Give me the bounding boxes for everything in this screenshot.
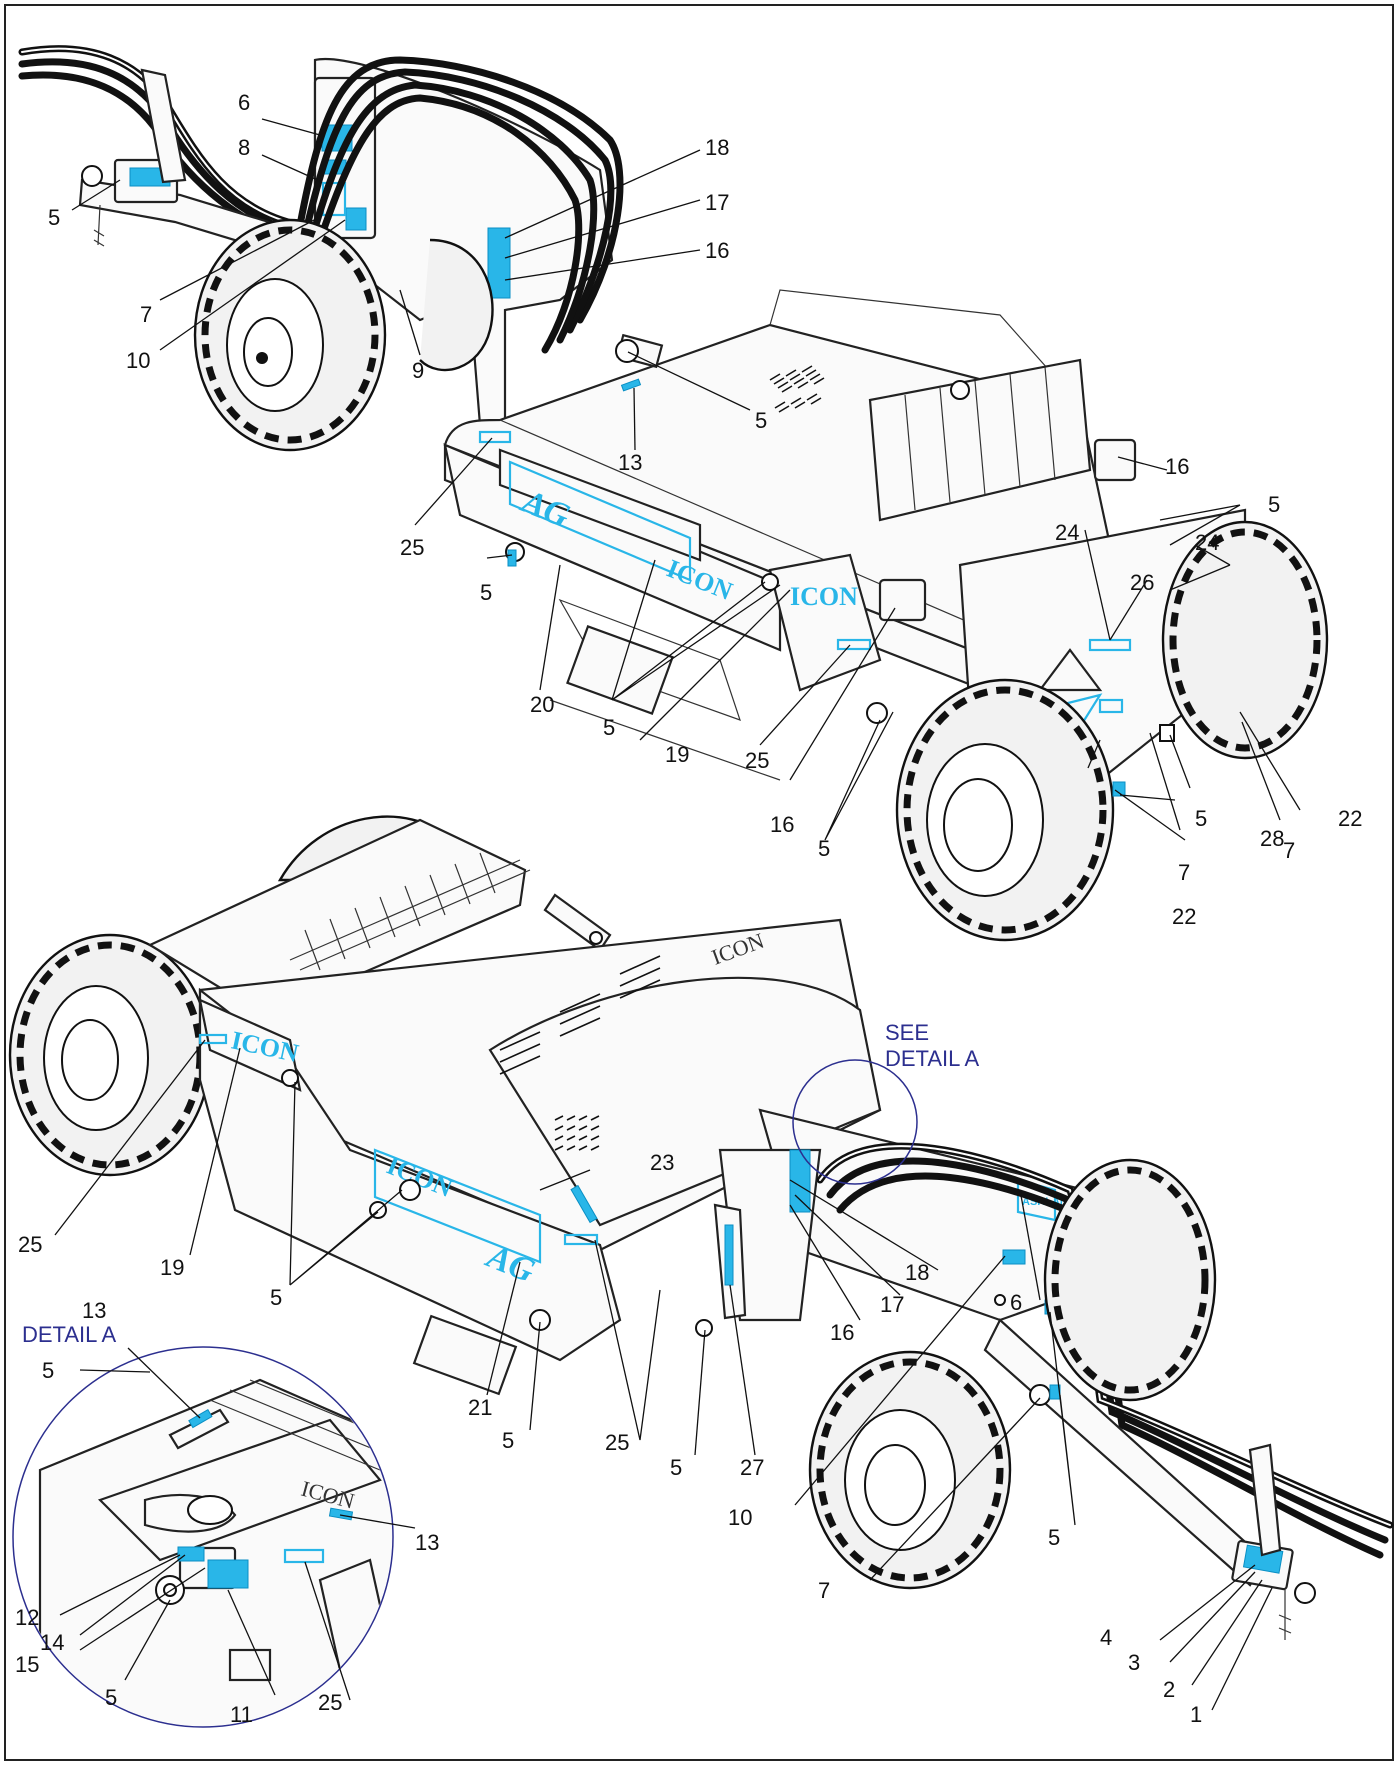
callout-10: 10 <box>126 348 150 373</box>
callout-5: 5 <box>480 580 492 605</box>
callout-7: 7 <box>140 302 152 327</box>
callout-24: 24 <box>1055 520 1079 545</box>
callout-20: 20 <box>530 692 554 717</box>
callout-6: 6 <box>1010 1290 1022 1315</box>
callout-16: 16 <box>705 238 729 263</box>
leader-lines <box>54 118 1301 1711</box>
callout-5: 5 <box>670 1455 682 1480</box>
callout-6: 6 <box>238 90 250 115</box>
callout-24: 24 <box>1195 530 1219 555</box>
callout-9: 9 <box>412 358 424 383</box>
callout-16: 16 <box>830 1320 854 1345</box>
see-detail-line1: SEE <box>885 1020 929 1045</box>
bottom-scraper-drawing: AG ICON ICON ICON ASHLAND <box>8 815 1394 1640</box>
callout-28: 28 <box>1260 826 1284 851</box>
callout-5: 5 <box>270 1285 282 1310</box>
top-scraper-drawing: AG ICON ICON <box>18 45 1329 942</box>
callout-13: 13 <box>82 1298 106 1323</box>
callout-12: 12 <box>15 1605 39 1630</box>
callout-21: 21 <box>468 1395 492 1420</box>
callout-3: 3 <box>1128 1650 1140 1675</box>
callout-25: 25 <box>605 1430 629 1455</box>
callout-4: 4 <box>1100 1625 1112 1650</box>
callout-22: 22 <box>1172 904 1196 929</box>
callout-19: 19 <box>665 742 689 767</box>
detail-a-view: ICON <box>12 1346 394 1728</box>
callout-5: 5 <box>1195 806 1207 831</box>
callout-17: 17 <box>705 190 729 215</box>
callout-16: 16 <box>770 812 794 837</box>
callout-25: 25 <box>400 535 424 560</box>
callout-5: 5 <box>603 715 615 740</box>
callout-27: 27 <box>740 1455 764 1480</box>
callout-14: 14 <box>40 1630 64 1655</box>
callout-7: 7 <box>1178 860 1190 885</box>
callout-22: 22 <box>1338 806 1362 831</box>
callout-18: 18 <box>905 1260 929 1285</box>
detail-a-marker <box>792 1059 918 1185</box>
callout-2: 2 <box>1163 1677 1175 1702</box>
callout-5-detail-b: 5 <box>105 1685 117 1710</box>
callout-5: 5 <box>48 205 60 230</box>
callout-18: 18 <box>705 135 729 160</box>
callout-5: 5 <box>755 408 767 433</box>
icon-logo-top: ICON <box>790 582 858 611</box>
callout-5: 5 <box>1268 492 1280 517</box>
callout-17: 17 <box>880 1292 904 1317</box>
callout-25: 25 <box>18 1232 42 1257</box>
see-detail-line2: DETAIL A <box>885 1046 979 1071</box>
grate-top <box>769 365 825 413</box>
callout-11: 11 <box>230 1702 253 1727</box>
callout-25-detail: 25 <box>318 1690 342 1715</box>
callout-labels: 6 8 5 7 10 9 18 17 16 5 13 25 5 20 5 19 … <box>15 90 1362 1727</box>
callout-26: 26 <box>1130 570 1154 595</box>
callout-16: 16 <box>1165 454 1189 479</box>
callout-5: 5 <box>818 836 830 861</box>
callout-10: 10 <box>728 1505 752 1530</box>
callout-1: 1 <box>1190 1702 1202 1727</box>
callout-13-detail: 13 <box>415 1530 439 1555</box>
callout-8: 8 <box>238 135 250 160</box>
grate-bottom <box>554 1115 600 1151</box>
callout-5-detail: 5 <box>42 1358 54 1383</box>
callout-13: 13 <box>618 450 642 475</box>
callout-15: 15 <box>15 1652 39 1677</box>
callout-7: 7 <box>1283 838 1295 863</box>
callout-5: 5 <box>502 1428 514 1453</box>
callout-5: 5 <box>1048 1525 1060 1550</box>
detail-a-title: DETAIL A <box>22 1322 116 1347</box>
callout-23: 23 <box>650 1150 674 1175</box>
callout-19: 19 <box>160 1255 184 1280</box>
callout-25: 25 <box>745 748 769 773</box>
callout-7: 7 <box>818 1578 830 1603</box>
